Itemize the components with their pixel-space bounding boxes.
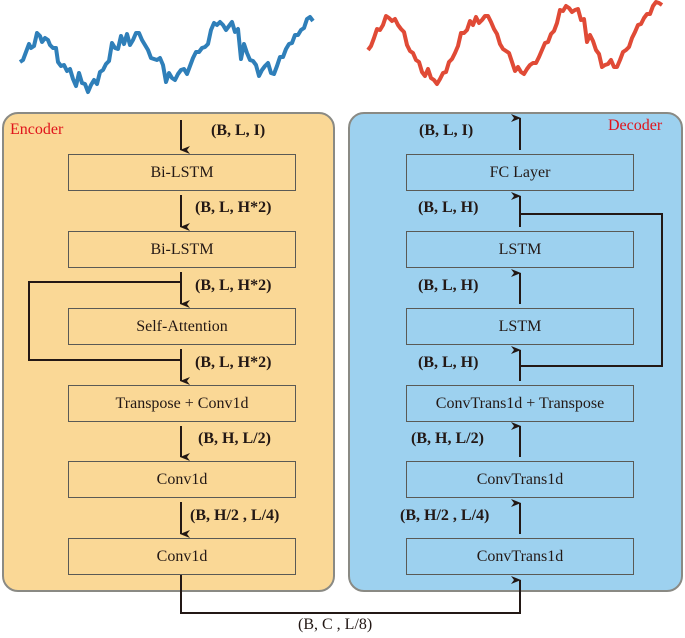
decoder-title: Decoder — [608, 117, 663, 134]
encoder-input-shape: (B, L, I) — [211, 122, 266, 139]
decoder-convtrans1d-2: ConvTrans1d — [406, 538, 634, 575]
decoder-lstm-2: LSTM — [406, 308, 634, 345]
encoder-shape-1: (B, L, H*2) — [195, 199, 272, 216]
decoder-shape-5: (B, H/2 , L/4) — [400, 507, 490, 524]
encoder-shape-3: (B, L, H*2) — [195, 354, 272, 371]
encoder-bilstm-1: Bi-LSTM — [68, 154, 296, 191]
encoder-title: Encoder — [10, 121, 64, 138]
decoder-convtrans-transpose: ConvTrans1d + Transpose — [406, 385, 634, 422]
encoder-panel — [2, 112, 335, 592]
encoder-shape-5: (B, H/2 , L/4) — [190, 507, 280, 524]
encoder-shape-2: (B, L, H*2) — [195, 277, 272, 294]
encoder-shape-4: (B, H, L/2) — [198, 430, 271, 447]
decoder-shape-4: (B, H, L/2) — [411, 430, 484, 447]
encoder-bilstm-2: Bi-LSTM — [68, 231, 296, 268]
decoder-shape-1: (B, L, H) — [418, 199, 479, 216]
decoder-fc-layer: FC Layer — [406, 154, 634, 191]
decoder-shape-2: (B, L, H) — [418, 277, 479, 294]
encoder-conv1d-1: Conv1d — [68, 461, 296, 498]
encoder-self-attention: Self-Attention — [68, 308, 296, 345]
decoder-output-shape: (B, L, I) — [419, 122, 474, 139]
input-signal-line — [18, 15, 315, 94]
decoder-lstm-1: LSTM — [406, 231, 634, 268]
decoder-shape-3: (B, L, H) — [418, 354, 479, 371]
encoder-conv1d-2: Conv1d — [68, 538, 296, 575]
signal-plots — [18, 0, 664, 94]
output-signal-line — [366, 0, 664, 86]
latent-connector — [180, 575, 521, 614]
decoder-skip-connection — [520, 213, 663, 367]
decoder-convtrans1d-1: ConvTrans1d — [406, 461, 634, 498]
encoder-transpose-conv1d: Transpose + Conv1d — [68, 385, 296, 422]
latent-shape: (B, C , L/8) — [298, 616, 373, 633]
encoder-skip-connection — [28, 281, 181, 361]
